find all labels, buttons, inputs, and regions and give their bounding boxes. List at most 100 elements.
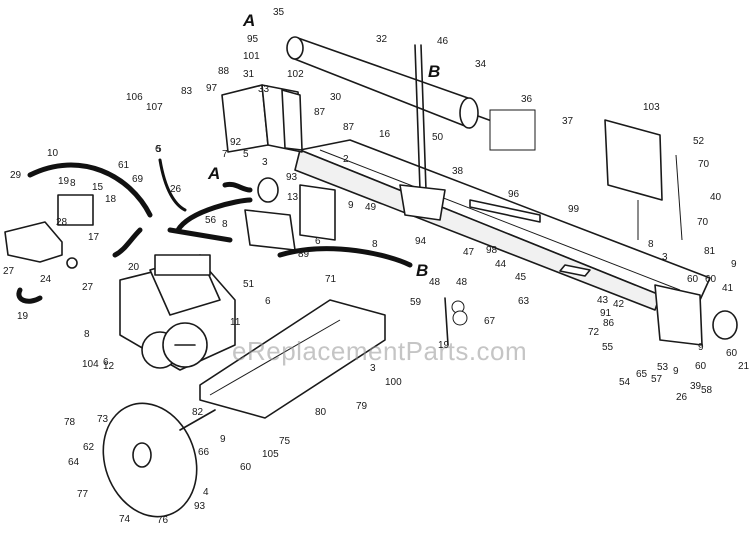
callout: 34 bbox=[475, 59, 487, 70]
callout: 26 bbox=[170, 184, 182, 195]
callout: 87 bbox=[314, 107, 326, 118]
callout: 99 bbox=[568, 204, 580, 215]
callout: 74 bbox=[119, 514, 131, 525]
callout: 80 bbox=[315, 407, 327, 418]
callout: 19 bbox=[17, 311, 29, 322]
callout: 56 bbox=[205, 215, 217, 226]
callout: 6 bbox=[315, 236, 321, 247]
engine bbox=[119, 254, 236, 371]
callout: 57 bbox=[651, 374, 663, 385]
callout: 15 bbox=[92, 182, 104, 193]
callout: 43 bbox=[597, 295, 609, 306]
callout: 27 bbox=[82, 282, 94, 293]
valve-lever bbox=[399, 44, 446, 221]
callout: 16 bbox=[379, 129, 391, 140]
callout: 63 bbox=[518, 296, 530, 307]
callout: 9 bbox=[348, 200, 354, 211]
wedge-plate bbox=[604, 119, 663, 240]
callout: 9 bbox=[673, 366, 679, 377]
callout: 47 bbox=[463, 247, 475, 258]
callout: 82 bbox=[192, 407, 204, 418]
callout: 28 bbox=[56, 217, 68, 228]
callout: 104 bbox=[82, 359, 99, 370]
callout: 48 bbox=[456, 277, 468, 288]
callout: 27 bbox=[3, 266, 15, 277]
callout: 24 bbox=[40, 274, 52, 285]
callout: 9 bbox=[731, 259, 737, 270]
callout: 3 bbox=[262, 157, 268, 168]
callout: 92 bbox=[230, 137, 242, 148]
callout: 3 bbox=[370, 363, 376, 374]
callout: 44 bbox=[495, 259, 507, 270]
callout: 20 bbox=[128, 262, 140, 273]
callout: 45 bbox=[515, 272, 527, 283]
callout: 31 bbox=[243, 69, 255, 80]
callout: 98 bbox=[486, 245, 498, 256]
callout: 93 bbox=[194, 501, 206, 512]
callout: 58 bbox=[701, 385, 713, 396]
callout: 60 bbox=[705, 274, 717, 285]
callout: 64 bbox=[68, 457, 80, 468]
callout: 10 bbox=[47, 148, 59, 159]
callout: 39 bbox=[690, 381, 702, 392]
callout: 3 bbox=[662, 252, 668, 263]
callout: 70 bbox=[697, 217, 709, 228]
callout: 6 bbox=[155, 144, 161, 155]
callout: 60 bbox=[687, 274, 699, 285]
callout: 86 bbox=[603, 318, 615, 329]
callout: 59 bbox=[410, 297, 422, 308]
callout: 60 bbox=[726, 348, 738, 359]
callout: 65 bbox=[636, 369, 648, 380]
hydraulic-pump bbox=[4, 194, 94, 269]
callout: 42 bbox=[613, 299, 625, 310]
callout: 46 bbox=[437, 36, 449, 47]
callout: 8 bbox=[648, 239, 654, 250]
callout: 38 bbox=[452, 166, 464, 177]
callout: 89 bbox=[298, 249, 310, 260]
callout: 21 bbox=[738, 361, 750, 372]
callout: 102 bbox=[287, 69, 304, 80]
callout: 48 bbox=[429, 277, 441, 288]
callout: 9 bbox=[220, 434, 226, 445]
callout: 53 bbox=[657, 362, 669, 373]
callout: 101 bbox=[243, 51, 260, 62]
callout: 78 bbox=[64, 417, 76, 428]
callout: 19 bbox=[438, 340, 450, 351]
callout: 36 bbox=[521, 94, 533, 105]
callout: 67 bbox=[484, 316, 496, 327]
mount-plate bbox=[199, 299, 386, 419]
callout: 32 bbox=[376, 34, 388, 45]
callout: 7 bbox=[222, 149, 228, 160]
callout: 97 bbox=[206, 83, 218, 94]
hydraulic-hoses bbox=[16, 158, 413, 304]
callout: 61 bbox=[118, 160, 130, 171]
callout: 41 bbox=[722, 283, 734, 294]
callout: 77 bbox=[77, 489, 89, 500]
callout: 72 bbox=[588, 327, 600, 338]
callout: 71 bbox=[325, 274, 337, 285]
wheel bbox=[102, 402, 216, 518]
callout: 94 bbox=[415, 236, 427, 247]
callout: 75 bbox=[279, 436, 291, 447]
callout: 33 bbox=[258, 84, 270, 95]
callout: 52 bbox=[693, 136, 705, 147]
rear-coupler bbox=[654, 284, 738, 346]
ref-letter-b: B bbox=[416, 261, 429, 280]
callout: 105 bbox=[262, 449, 279, 460]
callout: 93 bbox=[286, 172, 298, 183]
callout: 73 bbox=[97, 414, 109, 425]
control-valve bbox=[244, 177, 296, 251]
callout: 96 bbox=[508, 189, 520, 200]
callout: 100 bbox=[385, 377, 402, 388]
callout: 5 bbox=[243, 149, 249, 160]
ref-letter-a: A bbox=[243, 11, 256, 30]
callout: 51 bbox=[243, 279, 255, 290]
hydraulic-cylinder bbox=[286, 36, 501, 129]
callout: 54 bbox=[619, 377, 631, 388]
callout: 107 bbox=[146, 102, 163, 113]
callout: 4 bbox=[203, 487, 209, 498]
callout: 11 bbox=[230, 317, 241, 328]
callout: 6 bbox=[103, 357, 109, 368]
callout: 35 bbox=[273, 7, 285, 18]
